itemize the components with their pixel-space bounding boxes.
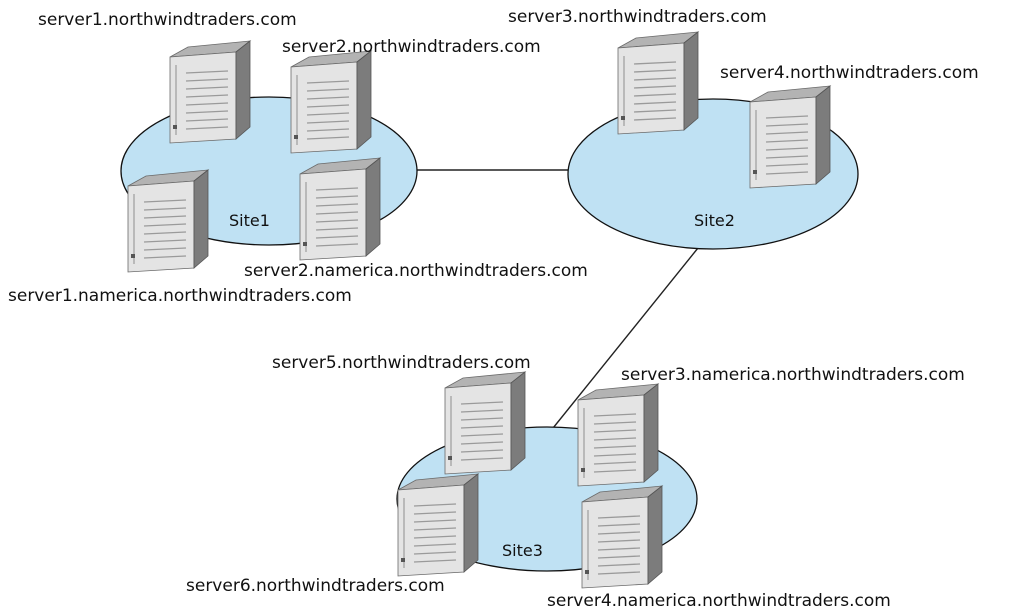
server-label: server4.namerica.northwindtraders.com bbox=[547, 591, 891, 611]
site3-label: Site3 bbox=[502, 541, 543, 560]
server-icon bbox=[397, 473, 479, 577]
server-label: server2.namerica.northwindtraders.com bbox=[244, 261, 588, 281]
server-label: server3.northwindtraders.com bbox=[508, 7, 767, 27]
server-label: server2.northwindtraders.com bbox=[282, 37, 541, 57]
server-icon bbox=[749, 85, 831, 189]
server-icon bbox=[577, 383, 659, 487]
server-icon bbox=[444, 371, 526, 475]
server-icon bbox=[127, 169, 209, 273]
server-label: server4.northwindtraders.com bbox=[720, 63, 979, 83]
server-icon bbox=[290, 50, 372, 154]
server-icon bbox=[299, 157, 381, 261]
server-label: server1.northwindtraders.com bbox=[38, 10, 297, 30]
site1-label: Site1 bbox=[229, 211, 270, 230]
link-site2-site3 bbox=[544, 247, 699, 439]
server-icon bbox=[617, 31, 699, 135]
server-icon bbox=[169, 40, 251, 144]
server-label: server1.namerica.northwindtraders.com bbox=[8, 286, 352, 306]
server-label: server6.northwindtraders.com bbox=[186, 576, 445, 596]
server-label: server5.northwindtraders.com bbox=[272, 353, 531, 373]
server-label: server3.namerica.northwindtraders.com bbox=[621, 365, 965, 385]
server-icon bbox=[581, 485, 663, 589]
site2-label: Site2 bbox=[694, 211, 735, 230]
